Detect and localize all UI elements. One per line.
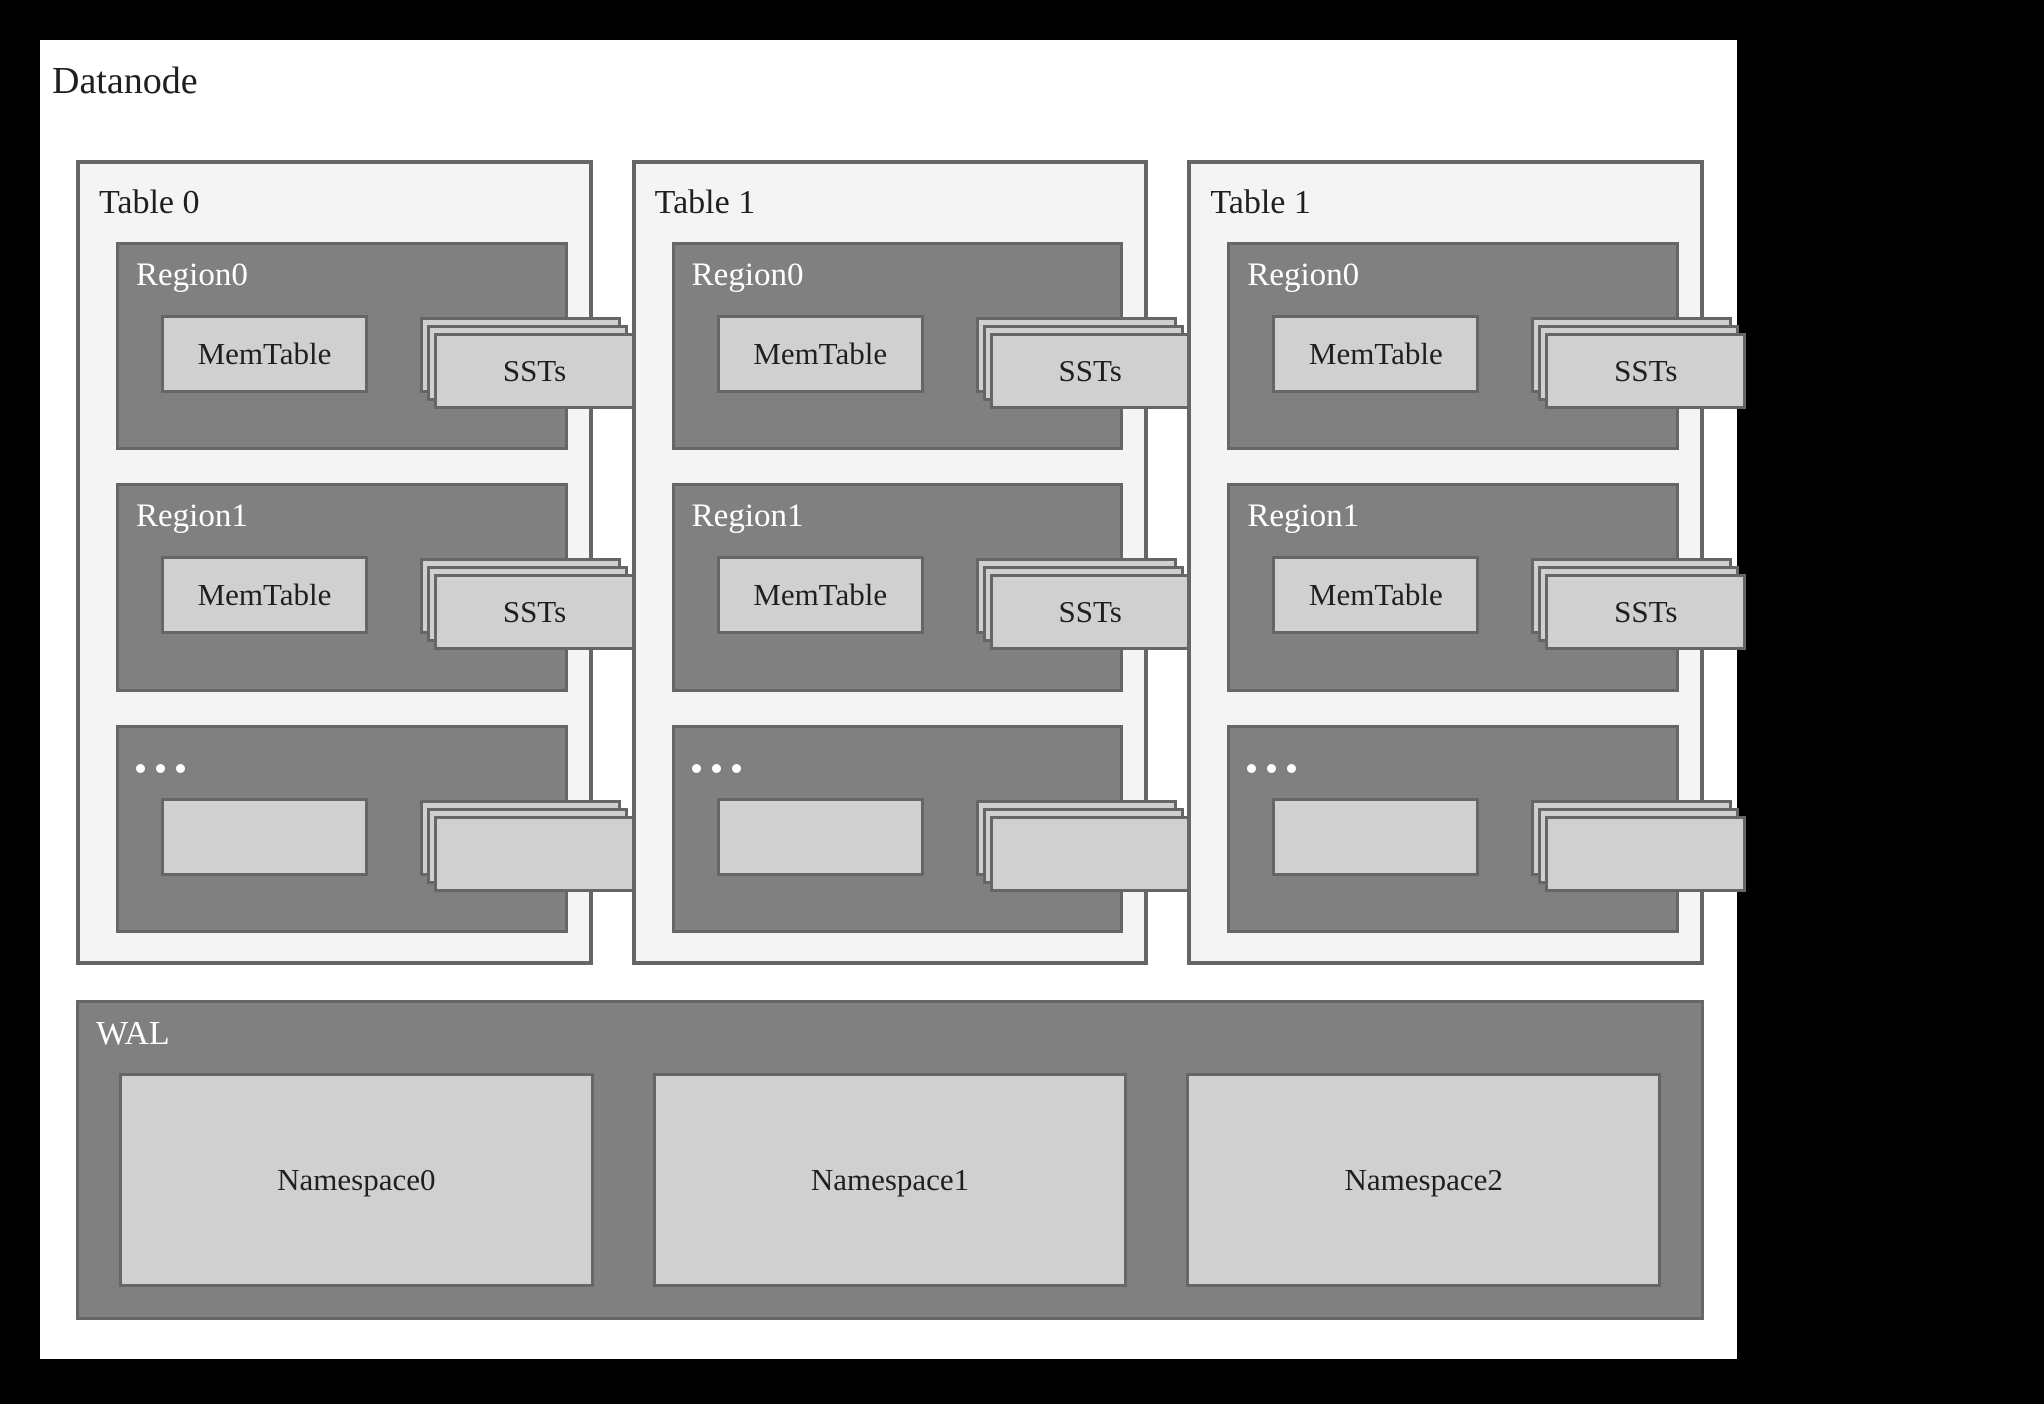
wal-title: WAL: [96, 1015, 170, 1052]
region-body-1-1: MemTable SSTs: [716, 556, 1191, 672]
ellipsis-dot: [136, 763, 145, 773]
region-ellipsis-icon-0-2: [136, 763, 185, 773]
sst-layer-front: SSTs: [434, 574, 635, 651]
region-label-2-1: Region1: [1247, 498, 1360, 535]
table-panel-2-regions: Region0 MemTable SSTs Region1: [1227, 242, 1747, 933]
sst-stack-2-0[interactable]: SSTs: [1531, 317, 1747, 411]
table-panel-0[interactable]: Table 0 Region0 MemTable SSTs: [76, 160, 635, 965]
memtable-box-placeholder-1-2[interactable]: [716, 797, 924, 876]
sst-layer-front: SSTs: [989, 333, 1191, 409]
memtable-box-placeholder-2-2[interactable]: [1272, 797, 1480, 876]
sst-stack-placeholder-0-2[interactable]: [420, 799, 635, 894]
region-label-0-1: Region1: [136, 498, 248, 535]
region-block-0-1[interactable]: Region1 MemTable SSTs: [116, 483, 635, 692]
ellipsis-dot: [176, 763, 185, 773]
ellipsis-dot: [711, 763, 721, 773]
sst-layer-front: [434, 815, 635, 892]
sst-stack-0-1[interactable]: SSTs: [420, 558, 635, 652]
region-label-2-0: Region0: [1247, 257, 1360, 293]
memtable-box-2-1[interactable]: MemTable: [1272, 556, 1480, 635]
region-body-1-2: [716, 797, 1191, 914]
table-panel-1-title: Table 1: [654, 184, 756, 221]
sst-layer-front: SSTs: [1545, 333, 1747, 409]
memtable-box-1-1[interactable]: MemTable: [716, 556, 924, 635]
region-block-0-0[interactable]: Region0 MemTable SSTs: [116, 242, 635, 451]
memtable-box-2-0[interactable]: MemTable: [1272, 315, 1480, 393]
memtable-box-1-0[interactable]: MemTable: [716, 315, 924, 393]
datanode-title: Datanode: [52, 60, 198, 102]
sst-layer-front: [989, 815, 1191, 892]
table-panel-0-regions: Region0 MemTable SSTs Region1: [116, 242, 635, 933]
region-body-2-0: MemTable SSTs: [1272, 315, 1747, 431]
region-body-0-1: MemTable SSTs: [161, 556, 635, 672]
table-panel-2-title: Table 1: [1210, 184, 1311, 221]
region-block-2-1[interactable]: Region1 MemTable SSTs: [1227, 483, 1747, 692]
region-block-2-0[interactable]: Region0 MemTable SSTs: [1227, 242, 1747, 451]
sst-layer-front: SSTs: [434, 333, 635, 409]
memtable-box-0-0[interactable]: MemTable: [161, 315, 368, 393]
ellipsis-dot: [691, 763, 701, 773]
ellipsis-dot: [156, 763, 165, 773]
table-panel-1-regions: Region0 MemTable SSTs Region1: [671, 242, 1191, 933]
sst-layer-front: SSTs: [989, 574, 1191, 651]
region-block-1-1[interactable]: Region1 MemTable SSTs: [671, 483, 1191, 692]
ellipsis-dot: [1287, 763, 1297, 773]
tables-row: Table 0 Region0 MemTable SSTs: [76, 160, 1747, 965]
sst-layer-front: SSTs: [1545, 574, 1747, 651]
region-body-2-1: MemTable SSTs: [1272, 556, 1747, 672]
region-label-1-0: Region0: [691, 257, 804, 293]
datanode-container: Datanode Table 0 Region0 MemTable SSTs: [40, 40, 1747, 1359]
namespace-box-0[interactable]: Namespace0: [119, 1073, 594, 1287]
table-panel-1[interactable]: Table 1 Region0 MemTable SSTs: [631, 160, 1191, 965]
region-body-0-0: MemTable SSTs: [161, 315, 635, 431]
sst-stack-placeholder-2-2[interactable]: [1531, 799, 1747, 894]
ellipsis-dot: [1247, 763, 1257, 773]
region-ellipsis-icon-2-2: [1247, 763, 1297, 773]
namespace-box-2[interactable]: Namespace2: [1186, 1073, 1662, 1287]
memtable-box-0-1[interactable]: MemTable: [161, 556, 368, 635]
region-block-1-0[interactable]: Region0 MemTable SSTs: [671, 242, 1191, 451]
ellipsis-dot: [731, 763, 741, 773]
sst-layer-front: [1545, 815, 1747, 892]
table-panel-0-title: Table 0: [99, 184, 200, 221]
sst-stack-1-1[interactable]: SSTs: [975, 558, 1191, 652]
region-label-1-1: Region1: [691, 498, 804, 535]
region-body-1-0: MemTable SSTs: [716, 315, 1191, 431]
namespace-box-1[interactable]: Namespace1: [652, 1073, 1128, 1287]
region-block-0-2[interactable]: [116, 724, 635, 933]
region-body-0-2: [161, 797, 635, 914]
region-block-2-2[interactable]: [1227, 724, 1747, 933]
sst-stack-placeholder-1-2[interactable]: [975, 799, 1191, 894]
region-block-1-2[interactable]: [671, 724, 1191, 933]
memtable-box-placeholder-0-2[interactable]: [161, 797, 368, 876]
region-body-2-2: [1272, 797, 1747, 914]
ellipsis-dot: [1267, 763, 1277, 773]
table-panel-2[interactable]: Table 1 Region0 MemTable SSTs: [1187, 160, 1747, 965]
sst-stack-1-0[interactable]: SSTs: [975, 317, 1191, 411]
region-ellipsis-icon-1-2: [691, 763, 741, 773]
wal-section[interactable]: WAL Namespace0 Namespace1 Namespace2: [76, 1000, 1704, 1320]
region-label-0-0: Region0: [136, 257, 248, 293]
sst-stack-0-0[interactable]: SSTs: [420, 317, 635, 411]
sst-stack-2-1[interactable]: SSTs: [1531, 558, 1747, 652]
wal-namespaces-row: Namespace0 Namespace1 Namespace2: [119, 1073, 1662, 1287]
